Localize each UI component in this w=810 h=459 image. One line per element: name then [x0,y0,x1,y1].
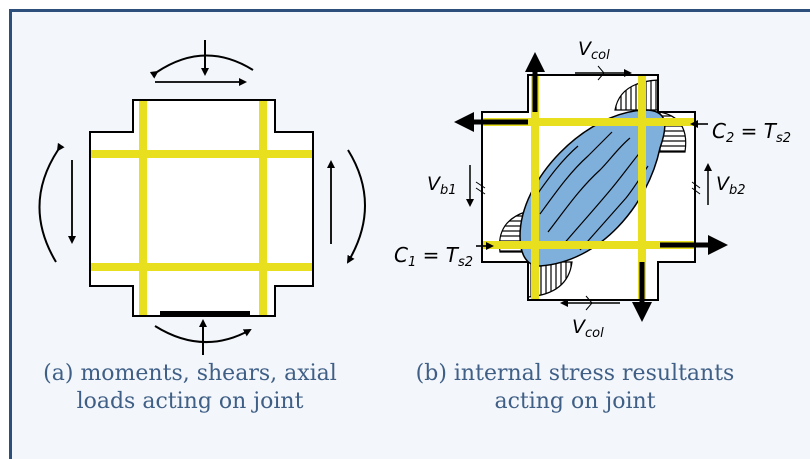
diagram-a [38,40,366,355]
caption-a-line1: (a) moments, shears, axial [43,361,337,386]
diagram-b: Vcol Vcol Vb1 Vb2 C1 = Ts2 C2 = Ts2 [394,38,791,341]
label-c2: C2 = Ts2 [712,119,791,146]
label-vcol-top: Vcol [578,38,610,63]
caption-b: (b) internal stress resultants acting on… [405,360,745,416]
compression-zone-top-right [614,79,659,111]
rebar-grid-b [483,76,694,299]
caption-a-line2: loads acting on joint [76,389,304,414]
moment-arc-right [346,149,366,264]
diagonal-strut [519,109,666,267]
label-vcol-bottom: Vcol [572,316,604,341]
resultant-arrows [454,52,728,322]
caption-a: (a) moments, shears, axial loads acting … [40,360,340,416]
caption-b-line2: acting on joint [494,389,656,414]
joint-outline-a [89,99,314,317]
rebar-grid-a [91,101,312,315]
moment-arc-left [38,142,65,263]
caption-b-line1: (b) internal stress resultants [415,361,735,386]
label-vb1: Vb1 [427,173,457,198]
label-vb2: Vb2 [716,173,746,198]
label-c1: C1 = Ts2 [394,243,473,270]
